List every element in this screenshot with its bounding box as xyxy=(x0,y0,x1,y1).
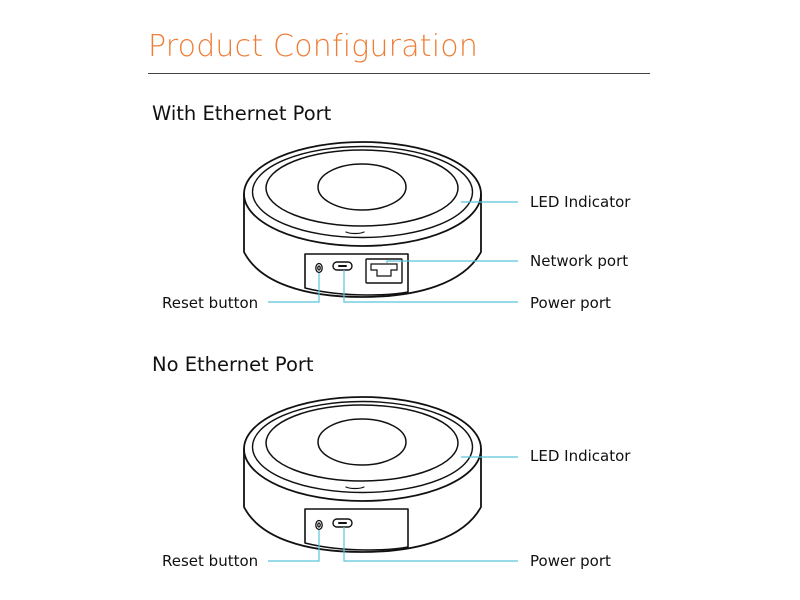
rim-notch xyxy=(345,231,365,235)
usb-port xyxy=(332,518,353,528)
label-power-port: Power port xyxy=(530,552,611,570)
rim-notch xyxy=(345,486,365,490)
top-surface xyxy=(265,404,459,482)
top-surface xyxy=(265,149,459,227)
top-rim-inner xyxy=(251,145,474,239)
label-led-indicator: LED Indicator xyxy=(530,193,631,211)
title-divider xyxy=(148,73,650,74)
device-body-outline xyxy=(243,448,482,553)
label-reset-button: Reset button xyxy=(162,294,259,312)
reset-hole xyxy=(315,262,323,274)
label-power-port: Power port xyxy=(530,294,611,312)
section-heading-with-ethernet: With Ethernet Port xyxy=(152,102,332,125)
led-button xyxy=(317,418,407,466)
leader-reset xyxy=(268,273,320,303)
top-rim-outer xyxy=(243,141,482,247)
ethernet-port xyxy=(365,258,403,284)
leader-network xyxy=(386,260,518,263)
reset-hole xyxy=(315,519,323,531)
led-button xyxy=(317,163,407,211)
leader-power xyxy=(343,270,518,303)
top-rim-outer xyxy=(243,396,482,502)
label-led-indicator: LED Indicator xyxy=(530,447,631,465)
label-reset-button: Reset button xyxy=(162,552,259,570)
device-body-outline xyxy=(243,193,482,298)
label-network-port: Network port xyxy=(530,252,629,270)
top-rim-inner xyxy=(251,400,474,494)
leader-reset xyxy=(268,530,320,562)
usb-port xyxy=(332,261,353,271)
leader-power xyxy=(343,527,518,562)
section-heading-no-ethernet: No Ethernet Port xyxy=(152,353,314,376)
page-title: Product Configuration xyxy=(148,29,479,64)
